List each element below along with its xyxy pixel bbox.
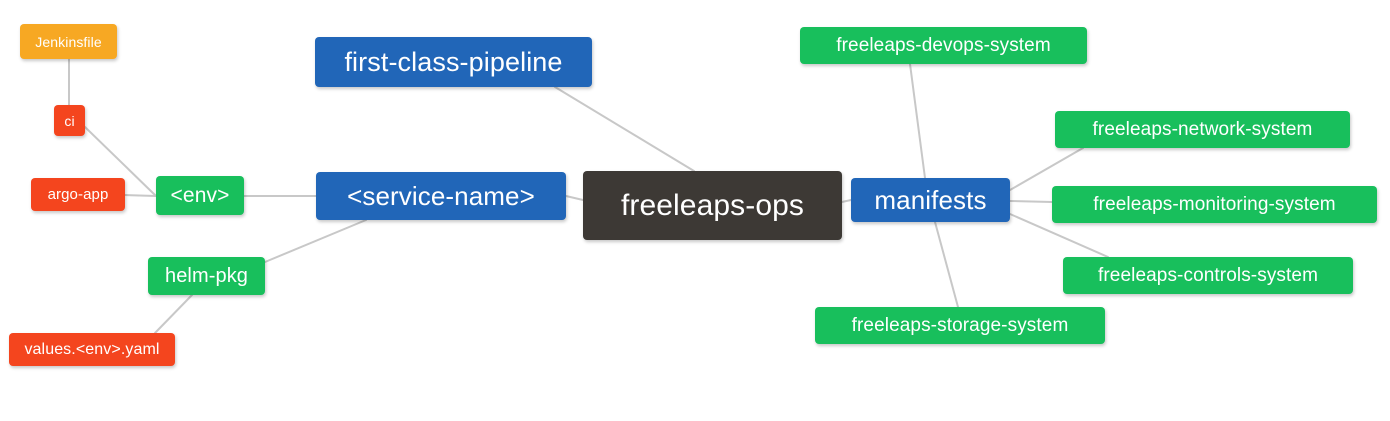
node-freeleaps-network-system[interactable]: freeleaps-network-system xyxy=(1055,111,1350,148)
node-freeleaps-monitoring-system[interactable]: freeleaps-monitoring-system xyxy=(1052,186,1377,223)
node-env[interactable]: <env> xyxy=(156,176,244,215)
node-first-class-pipeline[interactable]: first-class-pipeline xyxy=(315,37,592,87)
node-label-helm-pkg: helm-pkg xyxy=(164,265,249,287)
node-manifests[interactable]: manifests xyxy=(851,178,1010,222)
node-label-values-env-yaml: values.<env>.yaml xyxy=(24,340,160,358)
node-label-ci: ci xyxy=(64,112,75,129)
node-ci[interactable]: ci xyxy=(54,105,85,136)
node-jenkinsfile[interactable]: Jenkinsfile xyxy=(20,24,117,59)
node-argo-app[interactable]: argo-app xyxy=(31,178,125,211)
node-label-argo-app: argo-app xyxy=(47,186,109,203)
node-label-freeleaps-storage-system: freeleaps-storage-system xyxy=(851,315,1069,336)
node-values-env-yaml[interactable]: values.<env>.yaml xyxy=(9,333,175,366)
node-label-manifests: manifests xyxy=(874,185,987,215)
node-label-freeleaps-network-system: freeleaps-network-system xyxy=(1092,119,1313,140)
node-label-freeleaps-monitoring-system: freeleaps-monitoring-system xyxy=(1093,194,1336,215)
node-label-freeleaps-controls-system: freeleaps-controls-system xyxy=(1097,265,1319,286)
node-label-service-name: <service-name> xyxy=(347,181,535,211)
node-freeleaps-storage-system[interactable]: freeleaps-storage-system xyxy=(815,307,1105,344)
node-label-freeleaps-ops: freeleaps-ops xyxy=(620,188,805,222)
node-label-first-class-pipeline: first-class-pipeline xyxy=(344,46,563,77)
node-service-name[interactable]: <service-name> xyxy=(316,172,566,220)
node-label-freeleaps-devops-system: freeleaps-devops-system xyxy=(836,35,1051,56)
node-freeleaps-devops-system[interactable]: freeleaps-devops-system xyxy=(800,27,1087,64)
node-helm-pkg[interactable]: helm-pkg xyxy=(148,257,265,295)
node-freeleaps-ops[interactable]: freeleaps-ops xyxy=(583,171,842,240)
node-label-env: <env> xyxy=(170,184,230,207)
node-label-jenkinsfile: Jenkinsfile xyxy=(35,33,102,50)
node-freeleaps-controls-system[interactable]: freeleaps-controls-system xyxy=(1063,257,1353,294)
